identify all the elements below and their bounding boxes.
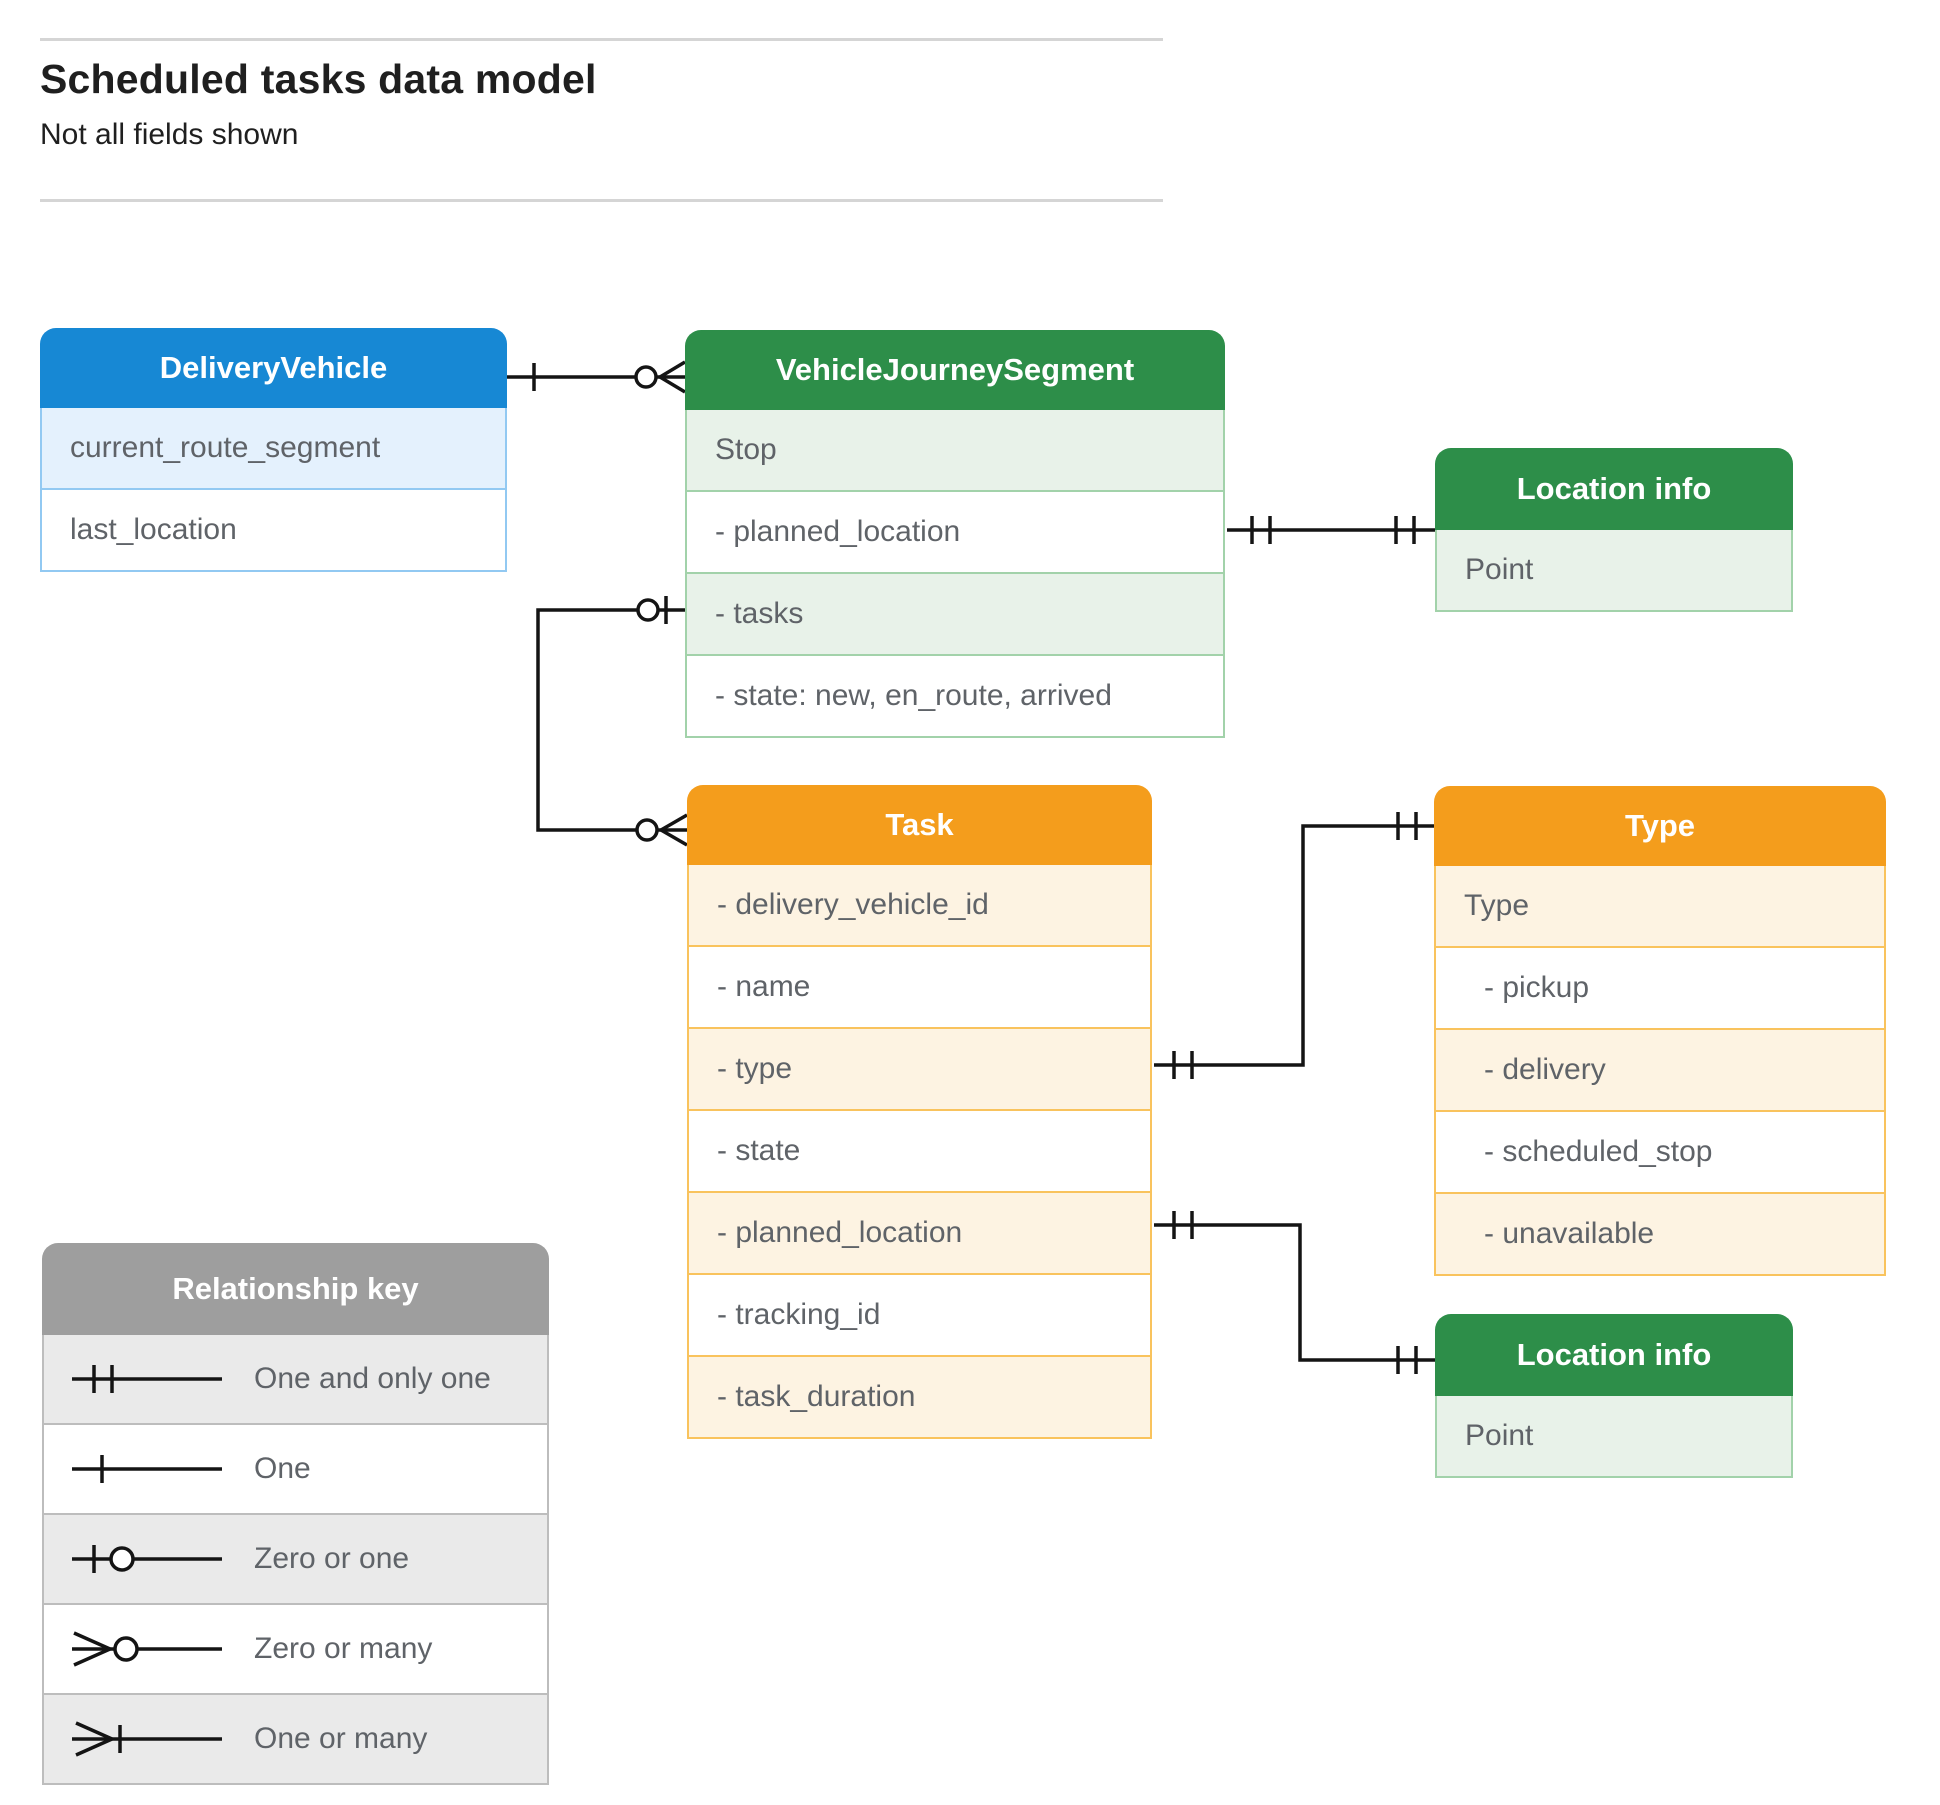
entity-rows: Type- pickup- delivery- scheduled_stop- … [1434, 866, 1886, 1276]
zero-or-many-icon [72, 1631, 222, 1667]
field-row: - state: new, en_route, arrived [687, 654, 1223, 736]
field-row: - pickup [1436, 946, 1884, 1028]
entity-title: VehicleJourneySegment [685, 330, 1225, 410]
entity-rows: - delivery_vehicle_id- name- type- state… [687, 865, 1152, 1439]
entity-task: Task - delivery_vehicle_id- name- type- … [687, 785, 1152, 1439]
field-row: - unavailable [1436, 1192, 1884, 1274]
field-row: - state [689, 1109, 1150, 1191]
entity-location-info-bottom: Location info Point [1435, 1314, 1793, 1478]
entity-title: Task [687, 785, 1152, 865]
field-row: current_route_segment [42, 408, 505, 488]
connector-task-locationinfo [1154, 1211, 1435, 1374]
field-row: Point [1437, 1396, 1791, 1476]
legend-label: One [254, 1452, 311, 1485]
field-row: Type [1436, 866, 1884, 946]
entity-type: Type Type- pickup- delivery- scheduled_s… [1434, 786, 1886, 1276]
legend-item-zero-or-many: Zero or many [44, 1603, 547, 1693]
field-row: - type [689, 1027, 1150, 1109]
legend-label: Zero or one [254, 1542, 410, 1575]
entity-location-info-top: Location info Point [1435, 448, 1793, 612]
field-row: - scheduled_stop [1436, 1110, 1884, 1192]
relationship-key-title: Relationship key [42, 1243, 549, 1335]
legend-item-one-and-only-one: One and only one [44, 1335, 547, 1423]
field-row: - name [689, 945, 1150, 1027]
legend-label: Zero or many [254, 1632, 433, 1665]
field-row: - tracking_id [689, 1273, 1150, 1355]
field-row: - task_duration [689, 1355, 1150, 1437]
title-divider [40, 199, 1163, 202]
field-row: - delivery [1436, 1028, 1884, 1110]
entity-title: Location info [1435, 1314, 1793, 1396]
entity-title: DeliveryVehicle [40, 328, 507, 408]
connector-task-type [1154, 812, 1434, 1079]
top-divider [40, 38, 1163, 41]
entity-title: Location info [1435, 448, 1793, 530]
field-row: - delivery_vehicle_id [689, 865, 1150, 945]
relationship-key-rows: One and only one One Zero or one [42, 1335, 549, 1785]
entity-title: Type [1434, 786, 1886, 866]
field-row: - tasks [687, 572, 1223, 654]
legend-item-zero-or-one: Zero or one [44, 1513, 547, 1603]
connector-vehiclejourneysegment-task [536, 596, 688, 847]
connector-deliveryvehicle-vehiclejourneysegment [507, 360, 686, 394]
one-or-many-icon [72, 1721, 222, 1757]
field-row: - planned_location [687, 490, 1223, 572]
legend-item-one: One [44, 1423, 547, 1513]
page-subtitle: Not all fields shown [40, 118, 299, 151]
one-and-only-one-icon [72, 1365, 222, 1393]
entity-vehicle-journey-segment: VehicleJourneySegment Stop- planned_loca… [685, 330, 1225, 738]
entity-rows: Point [1435, 530, 1793, 612]
page-title: Scheduled tasks data model [40, 56, 597, 102]
zero-or-one-icon [72, 1545, 222, 1573]
field-row: Point [1437, 530, 1791, 610]
entity-rows: Stop- planned_location- tasks- state: ne… [685, 410, 1225, 738]
entity-rows: Point [1435, 1396, 1793, 1478]
relationship-key: Relationship key One and only one One [42, 1243, 549, 1785]
one-icon [72, 1455, 222, 1483]
legend-label: One and only one [254, 1362, 491, 1395]
field-row: - planned_location [689, 1191, 1150, 1273]
field-row: Stop [687, 410, 1223, 490]
field-row: last_location [42, 488, 505, 570]
legend-label: One or many [254, 1722, 428, 1755]
connector-vehiclejourneysegment-locationinfo [1227, 516, 1435, 544]
legend-item-one-or-many: One or many [44, 1693, 547, 1783]
